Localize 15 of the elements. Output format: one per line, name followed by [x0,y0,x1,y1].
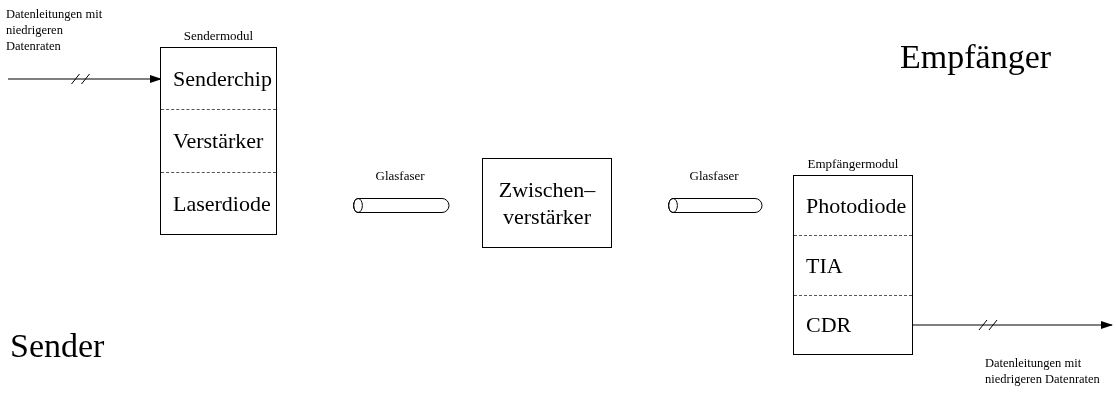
module-section: Verstärker [161,110,276,173]
side-label: Empfänger [900,38,1052,76]
module-heading: Sendermodul [182,28,255,44]
module-section: CDR [794,296,912,354]
process-box: Zwischen– verstärker [482,158,612,248]
module-section: Laserdiode [161,173,276,234]
edge-label: Datenleitungen mit niedrigeren Datenraten [985,355,1100,387]
module-heading: Empfängermodul [806,156,900,172]
side-label: Sender [10,327,105,365]
edge-label: Datenleitungen mit niedrigeren Datenraten [6,6,104,54]
module-section: Photodiode [794,176,912,236]
module-section: Senderchip [161,48,276,110]
fiber-label: Glasfaser [375,168,425,184]
fiber-label: Glasfaser [689,168,739,184]
module-section: TIA [794,236,912,296]
